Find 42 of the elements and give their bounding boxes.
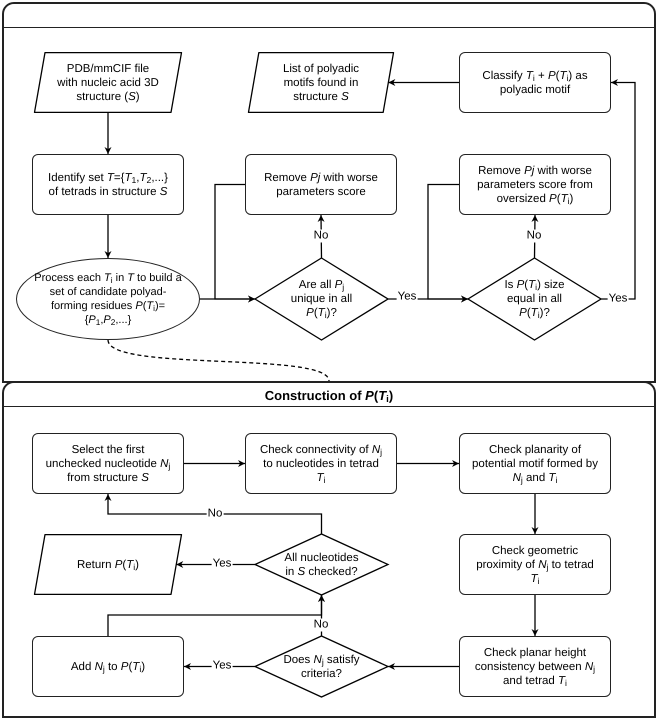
arrow: [214, 184, 255, 302]
edge-label: No: [312, 230, 330, 242]
decision-diamond: Does N$_{j}$ satisfy criteria?: [255, 636, 388, 697]
arrow: [107, 595, 325, 636]
arrow: [532, 595, 538, 636]
arrow: [104, 494, 322, 534]
process-box: Classify T$_{i}$ + P(T$_{i}$) as polyadic motif: [459, 52, 611, 113]
decision-diamond: Are all P$_{j}$ unique in all P(T$_{i}$)?: [255, 258, 388, 340]
edge-label: No: [526, 230, 542, 242]
group-frame: [2, 2, 656, 383]
process-box: Check geometric proximity of N$_{j}$ to tetrad T$_{i}$: [459, 534, 611, 595]
data-parallelogram: List of polyadic motifs found in structure S: [247, 52, 395, 113]
arrow: [104, 215, 112, 258]
process-box: Remove Pj with worse parameters score: [245, 154, 397, 215]
arrow: [388, 663, 459, 670]
process-ellipse: Process each T$_{i}$ in T to build a set of candidate polyad-forming residues P(T$_{i}$)={P$_{1}$,P$_{2}$,...}: [16, 258, 200, 340]
arrow: [176, 561, 255, 568]
arrow: [184, 460, 245, 467]
arrow: [318, 215, 325, 258]
arrow: [388, 79, 459, 86]
dashed-connector: [107, 340, 330, 382]
arrow: [531, 215, 538, 258]
section-title: Construction of P(T$_{i}$): [264, 387, 394, 406]
process-box: Add N$_{j}$ to P(T$_{i}$): [32, 636, 184, 697]
arrow: [427, 184, 468, 302]
arrow: [397, 460, 459, 467]
process-box: Remove Pj with worse parameters score from oversized P(T$_{i}$): [459, 154, 611, 215]
process-box: Check connectivity of N$_{j}$ to nucleotides in tetrad T$_{i}$: [245, 433, 397, 494]
group-frame: [2, 381, 656, 718]
process-box: Identify set T={T$_{1}$,T$_{2}$,...} of tetrads in structure S: [32, 154, 184, 215]
data-parallelogram: Return P(T$_{i}$): [33, 534, 183, 595]
edge-label: No: [312, 618, 330, 632]
arrow: [601, 79, 636, 300]
process-box: Check planar height consistency between N$_{j}$ and tetrad T$_{i}$: [459, 636, 611, 697]
process-box: Check planarity of potential motif formed by N$_{j}$ and T$_{i}$: [459, 433, 611, 494]
arrow: [104, 113, 112, 154]
arrow: [532, 494, 538, 534]
decision-diamond: All nucleotides in S checked?: [255, 534, 388, 595]
decision-diamond: Is P(T$_{i}$) size equal in all P(T$_{i}$)?: [468, 258, 601, 340]
data-parallelogram: PDB/mmCIF file with nucleic acid 3D structure (S): [33, 52, 183, 113]
arrow: [184, 663, 255, 670]
process-box: Select the first unchecked nucleotide N$_{j}$ from structure S: [32, 433, 184, 494]
